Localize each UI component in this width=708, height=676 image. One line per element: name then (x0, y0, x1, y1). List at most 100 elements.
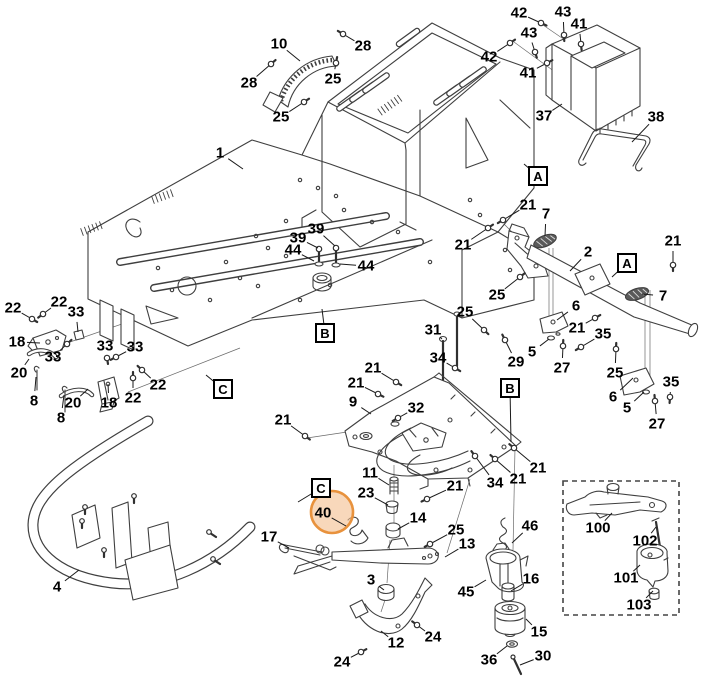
callout-36-74[interactable]: 36 (481, 652, 498, 669)
callout-34-61[interactable]: 34 (487, 475, 504, 492)
leader-line (444, 548, 459, 558)
ref-box-C-4[interactable]: C (213, 379, 233, 399)
leader-line (374, 497, 389, 506)
callout-28-6[interactable]: 28 (355, 38, 372, 55)
callout-30-75[interactable]: 30 (535, 648, 552, 665)
ref-box-B-2[interactable]: B (315, 323, 335, 343)
callout-33-47[interactable]: 33 (127, 339, 144, 356)
fastener-head (591, 314, 599, 322)
callout-24-77[interactable]: 24 (425, 629, 442, 646)
callout-21-63[interactable]: 21 (530, 460, 547, 477)
callout-25-32[interactable]: 25 (607, 365, 624, 382)
callout-28-8[interactable]: 28 (241, 75, 258, 92)
callout-8-49[interactable]: 8 (57, 410, 65, 427)
fastener-head (426, 540, 434, 548)
callout-37-11[interactable]: 37 (536, 108, 553, 125)
callout-18-50[interactable]: 18 (101, 395, 118, 412)
fastener-head (39, 310, 47, 318)
callout-35-28[interactable]: 35 (595, 326, 612, 343)
callout-103-83[interactable]: 103 (626, 597, 651, 614)
callout-39-17[interactable]: 39 (290, 230, 307, 247)
callout-22-51[interactable]: 22 (125, 390, 142, 407)
callout-16-72[interactable]: 16 (523, 571, 540, 588)
callout-21-22[interactable]: 21 (665, 233, 682, 250)
callout-5-34[interactable]: 5 (623, 400, 631, 417)
callout-6-25[interactable]: 6 (572, 298, 580, 315)
callout-18-42[interactable]: 18 (9, 334, 26, 351)
fastener-head (666, 393, 674, 401)
callout-25-67[interactable]: 25 (448, 522, 465, 539)
callout-40-64[interactable]: 40 (315, 505, 332, 522)
callout-4-79[interactable]: 4 (53, 579, 62, 596)
fastener-head (560, 31, 568, 39)
callout-41-2[interactable]: 41 (571, 16, 588, 33)
callout-9-53[interactable]: 9 (349, 394, 357, 411)
callout-22-40[interactable]: 22 (51, 294, 68, 311)
ref-box-C-5[interactable]: C (311, 478, 331, 498)
callout-8-45[interactable]: 8 (30, 393, 38, 410)
callout-100-80[interactable]: 100 (585, 520, 610, 537)
callout-21-55[interactable]: 21 (365, 360, 382, 377)
callout-43-1[interactable]: 43 (555, 4, 572, 21)
callout-42-0[interactable]: 42 (511, 5, 528, 22)
leader-line (301, 254, 315, 262)
callout-43-3[interactable]: 43 (521, 25, 538, 42)
ref-box-A-1[interactable]: A (617, 253, 637, 273)
callout-5-29[interactable]: 5 (528, 344, 536, 361)
callout-11-58[interactable]: 11 (362, 465, 378, 482)
callout-33-43[interactable]: 33 (45, 349, 62, 366)
callout-25-26[interactable]: 25 (457, 304, 474, 321)
callout-22-39[interactable]: 22 (5, 300, 22, 317)
callout-21-20[interactable]: 21 (455, 237, 472, 254)
callout-21-60[interactable]: 21 (447, 478, 464, 495)
callout-20-48[interactable]: 20 (65, 395, 82, 412)
leader-line (61, 394, 65, 409)
callout-31-37[interactable]: 31 (425, 322, 442, 339)
callout-33-46[interactable]: 33 (97, 338, 114, 355)
callout-21-62[interactable]: 21 (510, 471, 527, 488)
callout-25-9[interactable]: 25 (325, 71, 342, 88)
callout-14-66[interactable]: 14 (410, 510, 427, 527)
callout-24-78[interactable]: 24 (334, 654, 351, 671)
callout-17-65[interactable]: 17 (261, 529, 278, 546)
ref-box-A-0[interactable]: A (528, 166, 548, 186)
callout-23-59[interactable]: 23 (358, 485, 375, 502)
callout-32-54[interactable]: 32 (408, 400, 425, 417)
callout-7-24[interactable]: 7 (659, 288, 667, 305)
callout-25-23[interactable]: 25 (489, 287, 506, 304)
callout-10-7[interactable]: 10 (271, 36, 288, 53)
callout-27-31[interactable]: 27 (554, 360, 571, 377)
callout-7-15[interactable]: 7 (542, 206, 550, 223)
callout-20-44[interactable]: 20 (11, 365, 28, 382)
callout-45-71[interactable]: 45 (458, 584, 475, 601)
callout-21-27[interactable]: 21 (569, 320, 586, 337)
callout-35-35[interactable]: 35 (663, 374, 680, 391)
callout-13-68[interactable]: 13 (459, 536, 476, 553)
callout-27-36[interactable]: 27 (649, 416, 666, 433)
callout-44-18[interactable]: 44 (285, 242, 302, 259)
callout-21-14[interactable]: 21 (520, 197, 537, 214)
callout-6-33[interactable]: 6 (609, 389, 617, 406)
callout-2-21[interactable]: 2 (584, 244, 592, 261)
callout-39-16[interactable]: 39 (308, 221, 325, 238)
callout-21-56[interactable]: 21 (348, 375, 365, 392)
callout-22-52[interactable]: 22 (150, 377, 167, 394)
callout-21-57[interactable]: 21 (275, 412, 292, 429)
callout-12-76[interactable]: 12 (388, 635, 405, 652)
callout-102-81[interactable]: 102 (632, 533, 657, 550)
degree-rack-part-10 (262, 55, 338, 113)
callout-46-69[interactable]: 46 (522, 518, 539, 535)
ref-box-B-3[interactable]: B (500, 378, 520, 398)
callout-42-4[interactable]: 42 (481, 49, 498, 66)
callout-29-30[interactable]: 29 (508, 354, 525, 371)
callout-33-41[interactable]: 33 (68, 304, 85, 321)
callout-1-13[interactable]: 1 (216, 145, 224, 162)
callout-41-5[interactable]: 41 (520, 65, 537, 82)
callout-25-10[interactable]: 25 (273, 109, 290, 126)
callout-34-38[interactable]: 34 (430, 350, 447, 367)
callout-38-12[interactable]: 38 (648, 109, 665, 126)
callout-44-19[interactable]: 44 (358, 258, 375, 275)
callout-15-73[interactable]: 15 (531, 624, 548, 641)
callout-3-70[interactable]: 3 (367, 572, 375, 589)
callout-101-82[interactable]: 101 (613, 570, 638, 587)
